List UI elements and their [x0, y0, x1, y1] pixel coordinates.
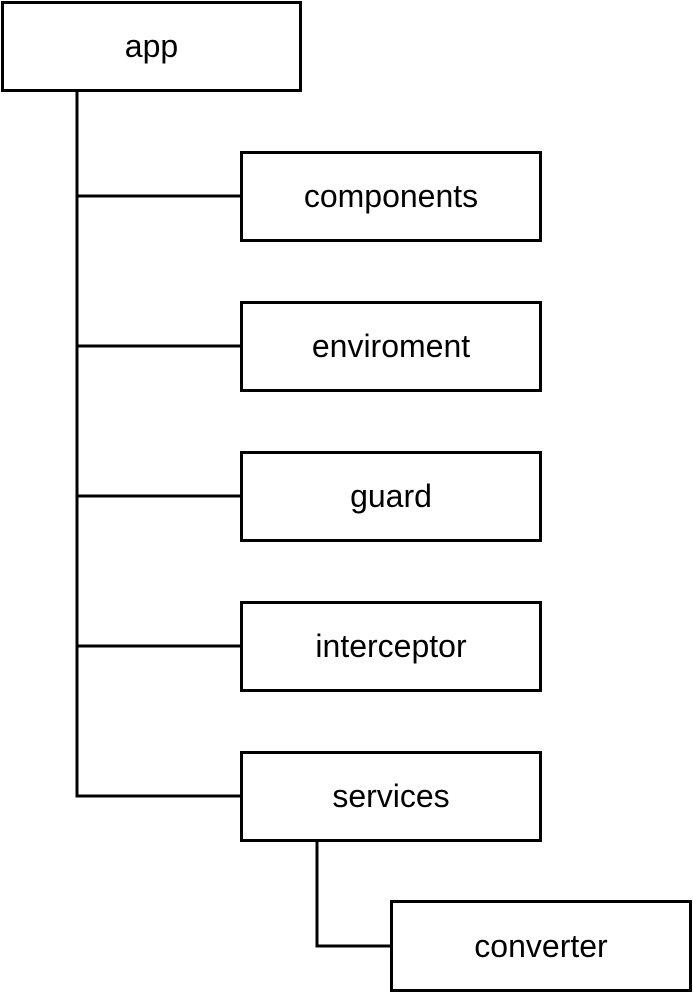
node-services-label: services [332, 778, 450, 814]
node-services: services [240, 751, 542, 842]
node-converter: converter [390, 900, 692, 992]
node-interceptor-label: interceptor [315, 628, 467, 664]
node-guard-label: guard [350, 478, 432, 514]
node-converter-label: converter [474, 927, 608, 964]
node-interceptor: interceptor [240, 601, 542, 692]
node-app: app [1, 1, 302, 92]
node-components-label: components [303, 178, 479, 214]
node-enviroment-label: enviroment [311, 328, 471, 364]
node-app-label: app [124, 28, 179, 64]
node-enviroment: enviroment [240, 301, 542, 392]
node-components: components [240, 151, 542, 242]
node-guard: guard [240, 451, 542, 542]
